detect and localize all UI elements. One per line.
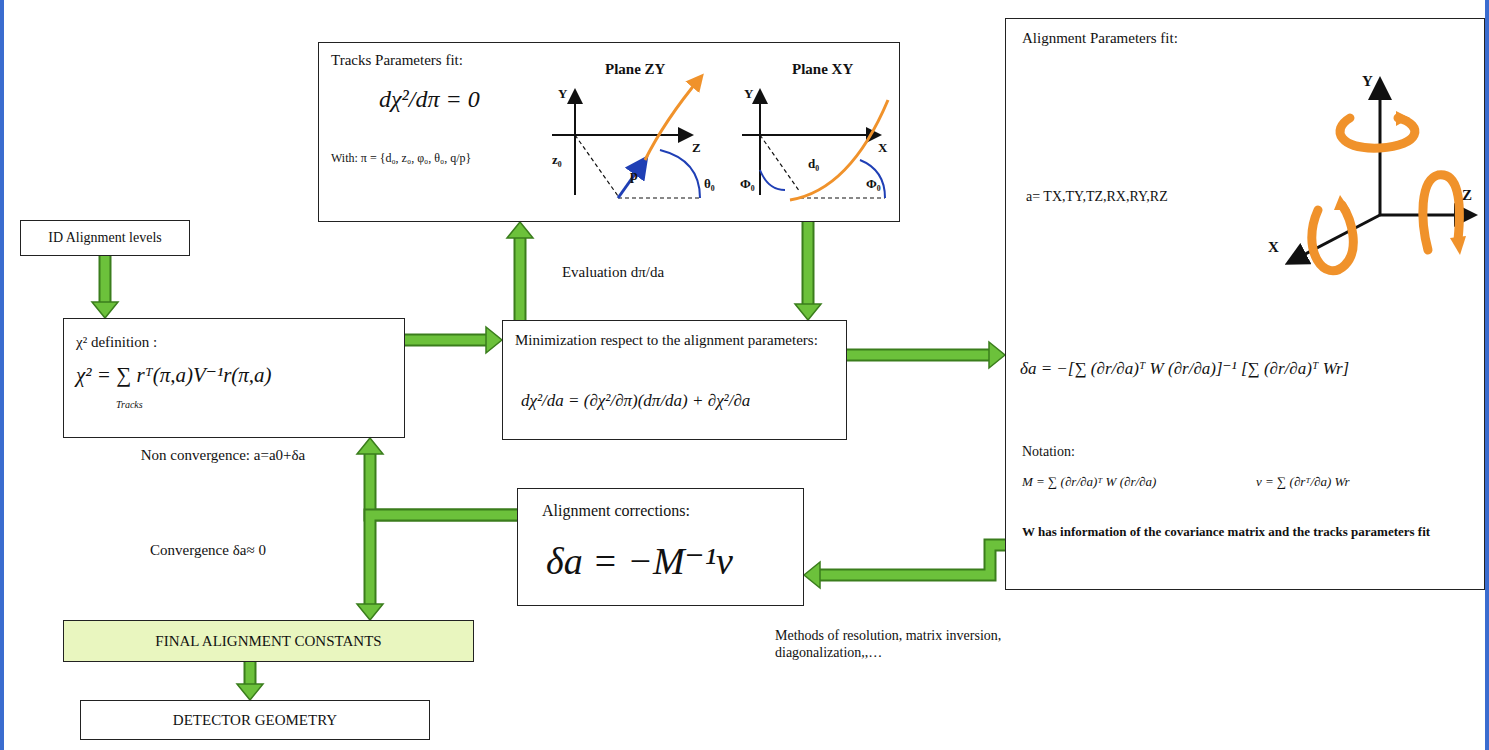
annotation: Methods of resolution, matrix inversion,… — [775, 628, 1085, 662]
box-text: W has information of the covariance matr… — [1022, 524, 1462, 540]
box-text: ν = ∑ (∂rᵀ/∂a) Wr — [1256, 474, 1350, 490]
page-edge — [0, 0, 4, 750]
annotation: Y — [558, 86, 567, 102]
box-heading: Tracks Parameters fit: — [331, 51, 463, 69]
plane-xy-sketch — [742, 92, 888, 200]
box-text: a= TX,TY,TZ,RX,RY,RZ — [1026, 189, 1168, 206]
annotation: p — [630, 168, 638, 185]
annotation: Z — [692, 140, 701, 156]
input-box: ID Alignment levels — [20, 220, 190, 256]
box-heading: Alignment Parameters fit: — [1022, 29, 1178, 47]
flow-arrow — [804, 545, 1005, 588]
arrow-shaft — [99, 256, 112, 304]
arrow-shaft — [405, 334, 488, 347]
arrow-shaft — [405, 336, 488, 345]
result-box: Alignment corrections: δa = −M⁻¹ν — [517, 488, 804, 606]
annotation: Plane ZY — [605, 60, 665, 78]
flow-arrow — [405, 327, 502, 353]
arrow-shaft — [802, 222, 815, 306]
process-box: Minimization respect to the alignment pa… — [502, 320, 847, 440]
output-box: DETECTOR GEOMETRY — [80, 700, 430, 740]
process-box: χ² definition : χ² = ∑ rᵀ(π,a)V⁻¹r(π,a) Tr… — [63, 318, 405, 438]
box-text: δa = −[∑ (∂r/∂a)ᵀ W (∂r/∂a)]⁻¹ [∑ (∂r/∂a… — [1020, 359, 1349, 379]
flow-arrow — [507, 222, 533, 320]
arrow-shaft — [244, 662, 257, 686]
arrow-shaft — [101, 256, 110, 304]
annotation: Φ₀ — [866, 176, 881, 192]
arrow-shaft — [847, 351, 991, 360]
arrow-shaft — [370, 452, 517, 515]
arrow-shaft — [370, 515, 517, 606]
output-box: FINAL ALIGNMENT CONSTANTS — [63, 620, 474, 662]
annotation: θ₀ — [704, 176, 715, 192]
arrow-shaft — [246, 662, 255, 686]
box-text: χ² = ∑ rᵀ(π,a)V⁻¹r(π,a) — [76, 363, 272, 388]
box-text: dχ²/dπ = 0 — [379, 85, 480, 114]
flow-arrow — [357, 438, 517, 515]
flow-arrow — [237, 662, 263, 700]
arrow-head — [486, 327, 502, 353]
arrow-shaft — [818, 545, 1005, 575]
edge-label: Non convergence: a=a0+δa — [120, 445, 326, 466]
flow-arrow — [847, 342, 1005, 368]
box-text: Notation: — [1022, 444, 1075, 461]
arrow-head — [795, 304, 821, 320]
box-heading: ID Alignment levels — [48, 230, 162, 247]
box-text: δa = −M⁻¹ν — [546, 539, 733, 585]
box-text: Tracks — [116, 399, 143, 411]
annotation: Z — [1462, 186, 1472, 204]
arrow-head — [804, 562, 820, 588]
box-heading: χ² definition : — [76, 333, 157, 351]
rotation-axes-sketch — [1290, 82, 1472, 271]
arrow-shaft — [847, 349, 991, 362]
box-heading: Minimization respect to the alignment pa… — [515, 331, 835, 349]
flow-arrow — [357, 515, 517, 620]
annotation: Y — [744, 86, 753, 102]
annotation: Φ₀ — [740, 176, 755, 192]
arrow-shaft — [370, 452, 517, 515]
box-text: With: π = {d₀, z₀, φ₀, θ₀, q/p} — [331, 151, 471, 165]
box-heading: Alignment corrections: — [542, 501, 690, 520]
plane-zy-sketch — [552, 78, 700, 198]
arrow-shaft — [516, 236, 525, 320]
edge-label: Evaluation dπ/da — [540, 262, 686, 283]
box-text: M = ∑ (∂r/∂a)ᵀ W (∂r/∂a) — [1022, 474, 1156, 490]
annotation: z₀ — [552, 152, 562, 168]
box-heading: DETECTOR GEOMETRY — [173, 711, 337, 729]
edge-label: Convergence δa≈ 0 — [140, 540, 276, 561]
arrow-head — [237, 684, 263, 700]
arrow-head — [92, 302, 118, 318]
arrow-head — [989, 342, 1005, 368]
fit-panel: Alignment Parameters fit: a= TX,TY,TZ,RX,… — [1005, 18, 1485, 590]
arrow-shaft — [818, 545, 1005, 575]
arrow-shaft — [514, 236, 527, 320]
box-heading: FINAL ALIGNMENT CONSTANTS — [155, 632, 381, 650]
arrow-shaft — [370, 515, 517, 606]
annotation: Plane XY — [792, 60, 853, 78]
arrow-head — [357, 604, 383, 620]
arrow-shaft — [804, 222, 813, 306]
arrow-head — [357, 438, 383, 454]
box-text: dχ²/da = (∂χ²/∂π)(dπ/da) + ∂χ²/∂a — [521, 391, 750, 411]
page-edge — [1485, 0, 1489, 750]
annotation: d₀ — [808, 156, 819, 172]
annotation: Y — [1362, 72, 1373, 90]
flow-arrow — [795, 222, 821, 320]
annotation: X — [878, 140, 887, 156]
arrow-head — [507, 222, 533, 238]
annotation: X — [1268, 238, 1279, 256]
flow-arrow — [92, 256, 118, 318]
